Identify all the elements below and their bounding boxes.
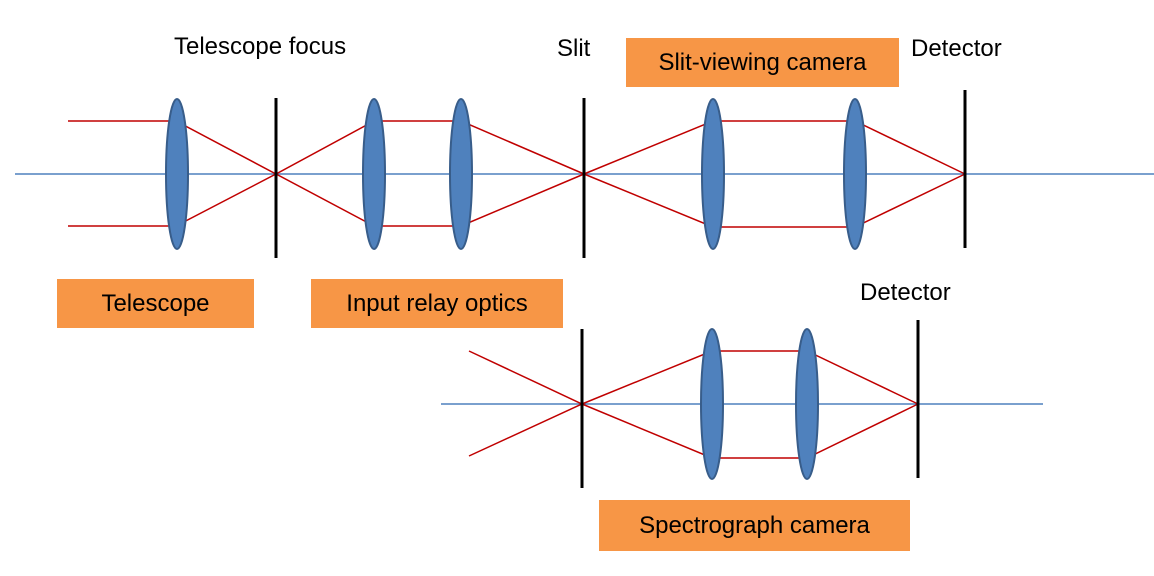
detector-label-bottom: Detector <box>860 279 951 306</box>
slit-viewing-camera-box: Slit-viewing camera <box>626 38 899 87</box>
slit-label: Slit <box>557 35 591 62</box>
input-relay-optics-box: Input relay optics <box>311 279 563 328</box>
telescope-lens <box>165 98 189 250</box>
detector-label-top: Detector <box>911 35 1002 62</box>
spectrograph-camera-box: Spectrograph camera <box>599 500 910 551</box>
relay-lens-2 <box>449 98 473 250</box>
telescope-focus-label: Telescope focus <box>174 33 347 60</box>
ray-lower-2 <box>468 403 919 459</box>
relay-lens-1 <box>362 98 386 250</box>
upper-optical-train <box>15 90 1154 258</box>
ray-lower-1 <box>468 350 919 405</box>
telescope-box: Telescope <box>57 279 254 328</box>
spectrograph-lens-2 <box>795 328 819 480</box>
ray-upper-1 <box>68 120 966 175</box>
slit-viewing-lens-2 <box>843 98 867 250</box>
spectrograph-lens-1 <box>700 328 724 480</box>
lower-optical-train <box>441 320 1043 488</box>
slit-viewing-lens-1 <box>701 98 725 250</box>
ray-upper-2 <box>68 173 966 228</box>
